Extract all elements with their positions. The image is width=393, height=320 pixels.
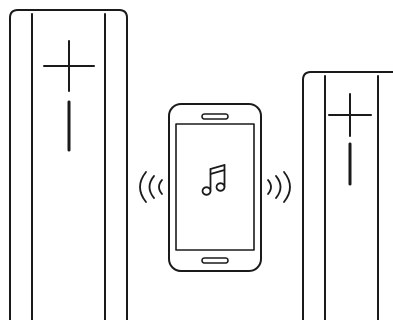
phone-body xyxy=(168,103,262,272)
right-wave-inner xyxy=(267,179,272,195)
left-speaker-body xyxy=(9,9,128,320)
left-wave-outer xyxy=(139,171,147,203)
phone-earpiece xyxy=(201,113,229,120)
smartphone-icon xyxy=(168,103,262,272)
right-wireless-signal-icon xyxy=(267,171,291,203)
right-wave-outer xyxy=(283,171,291,203)
music-note-icon xyxy=(201,164,226,196)
left-wave-inner xyxy=(158,179,163,195)
right-speaker-icon xyxy=(302,71,393,320)
right-speaker-body xyxy=(302,71,393,320)
phone-screen xyxy=(175,123,255,251)
phone-home-button xyxy=(201,257,229,264)
left-wave-middle xyxy=(148,175,155,199)
left-wireless-signal-icon xyxy=(139,171,163,203)
right-wave-middle xyxy=(275,175,282,199)
left-speaker-icon xyxy=(9,9,128,320)
